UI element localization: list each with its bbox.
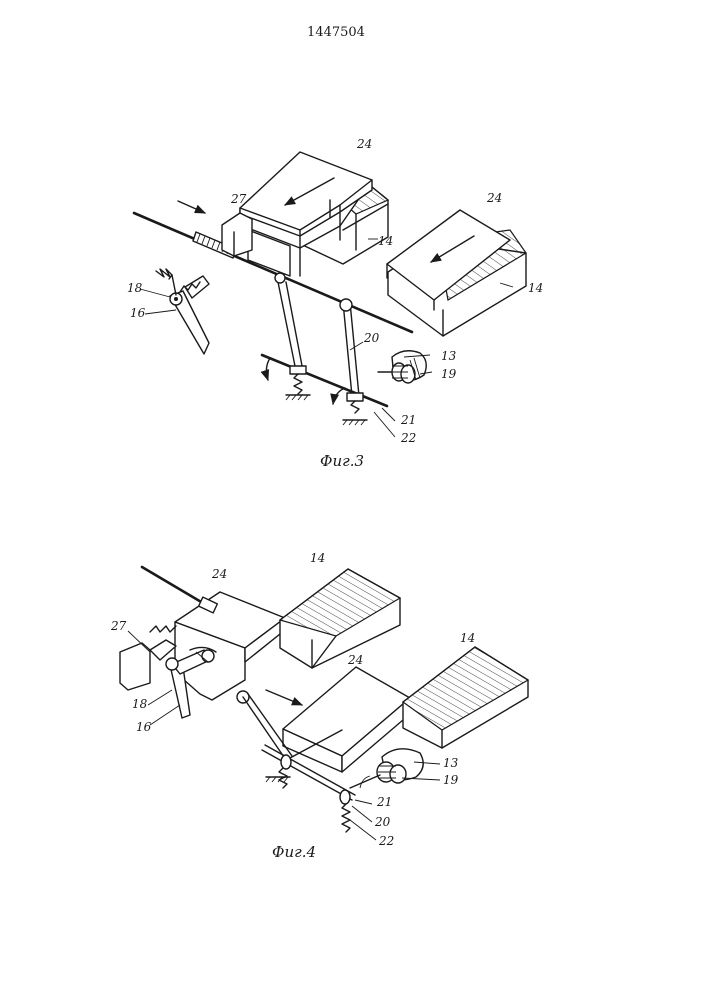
figure-3: 24 24 27 14 14 18 16 20 13 19 21 22 Фиг.… bbox=[127, 137, 543, 470]
label-13: 13 bbox=[441, 349, 457, 363]
page-number: 1447504 bbox=[307, 25, 365, 40]
label-14: 14 bbox=[378, 234, 393, 248]
label-18: 18 bbox=[127, 281, 143, 295]
base-14-upper bbox=[280, 569, 400, 668]
label-24: 24 bbox=[347, 653, 363, 667]
label-24: 24 bbox=[356, 137, 372, 151]
label-21: 21 bbox=[400, 413, 416, 427]
label-19: 19 bbox=[443, 773, 459, 787]
figure-4: 24 14 14 24 27 18 16 13 19 21 20 22 Фиг.… bbox=[110, 551, 528, 861]
label-20: 20 bbox=[363, 331, 380, 345]
clamp-27 bbox=[222, 213, 252, 256]
label-16: 16 bbox=[130, 306, 146, 320]
slider-24-left bbox=[175, 592, 285, 700]
label-14: 14 bbox=[528, 281, 543, 295]
feed-arrow bbox=[178, 201, 205, 213]
label-22: 22 bbox=[400, 431, 416, 445]
label-24: 24 bbox=[211, 567, 227, 581]
label-19: 19 bbox=[441, 367, 457, 381]
label-27: 27 bbox=[110, 619, 127, 633]
figure-caption: Фиг.3 bbox=[320, 452, 364, 470]
label-18: 18 bbox=[132, 697, 148, 711]
label-20: 20 bbox=[374, 815, 391, 829]
label-21: 21 bbox=[376, 795, 392, 809]
clamp-27 bbox=[120, 643, 150, 690]
label-13: 13 bbox=[443, 756, 459, 770]
label-22: 22 bbox=[378, 834, 394, 848]
slide-arrow bbox=[266, 690, 302, 705]
label-14: 14 bbox=[310, 551, 325, 565]
figure-caption: Фиг.4 bbox=[272, 843, 316, 861]
label-14: 14 bbox=[460, 631, 475, 645]
label-16: 16 bbox=[136, 720, 152, 734]
lower-shaft bbox=[262, 355, 387, 406]
label-24: 24 bbox=[486, 191, 502, 205]
base-14-lower bbox=[403, 647, 528, 748]
link-rod bbox=[243, 697, 286, 760]
guide-rod bbox=[142, 567, 208, 606]
label-27: 27 bbox=[230, 192, 247, 206]
rod-20a bbox=[278, 282, 296, 371]
